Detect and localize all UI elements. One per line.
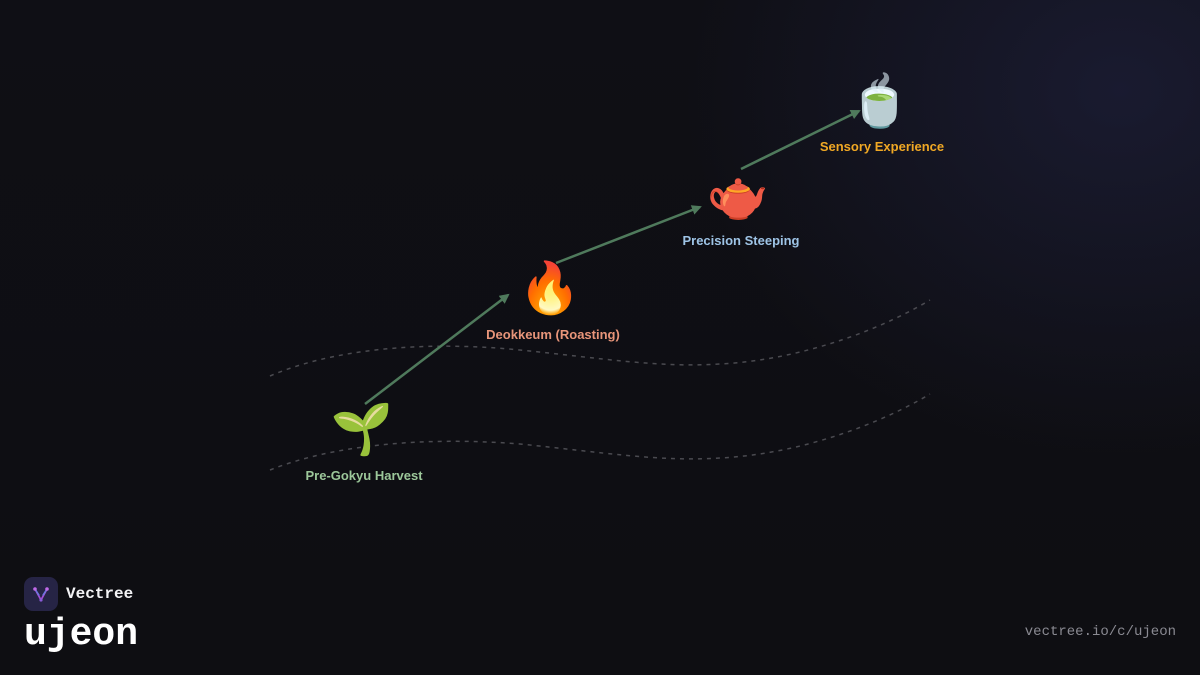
- wave-upper: [269, 299, 931, 377]
- footer-url[interactable]: vectree.io/c/ujeon: [1024, 624, 1176, 640]
- node-label-steeping: Precision Steeping: [682, 233, 799, 248]
- vectree-logo-icon: [24, 577, 58, 611]
- edge-harvest-to-roasting: [364, 293, 510, 405]
- edge-steeping-to-sensory: [740, 109, 861, 171]
- node-label-harvest: Pre-Gokyu Harvest: [305, 468, 423, 483]
- tea-cup-icon: 🍵: [849, 71, 911, 130]
- fire-icon: 🔥: [519, 259, 581, 317]
- wave-lower: [269, 393, 931, 471]
- node-label-roasting: Deokkeum (Roasting): [486, 327, 620, 342]
- teapot-icon: 🫖: [707, 166, 769, 224]
- brand-block: Vectree ujeon: [24, 577, 138, 656]
- seedling-icon: 🌱: [331, 400, 393, 458]
- channel-name: ujeon: [24, 613, 139, 656]
- brand-row: Vectree: [24, 577, 138, 611]
- node-harvest: 🌱 Pre-Gokyu Harvest: [305, 400, 423, 483]
- node-steeping: 🫖 Precision Steeping: [682, 166, 799, 248]
- brand-name: Vectree: [66, 585, 134, 603]
- node-sensory: 🍵 Sensory Experience: [820, 71, 944, 154]
- edge-roasting-to-steeping: [555, 205, 702, 265]
- node-roasting: 🔥 Deokkeum (Roasting): [486, 259, 620, 342]
- node-label-sensory: Sensory Experience: [820, 139, 944, 154]
